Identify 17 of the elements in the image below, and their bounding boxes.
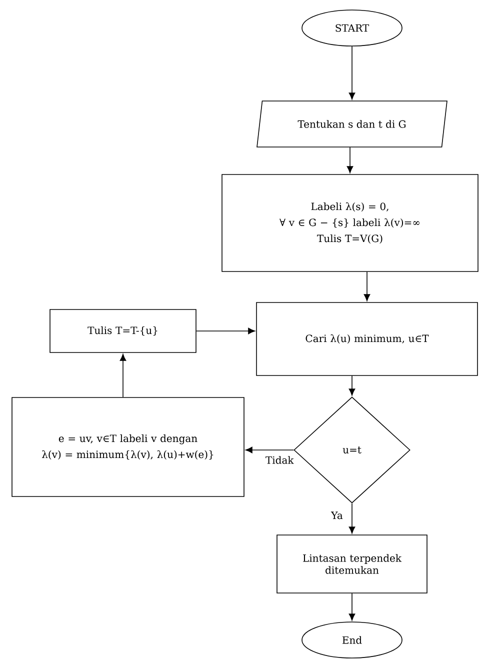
arrow [348, 503, 356, 534]
arrow [120, 354, 126, 398]
arrow [346, 147, 354, 174]
arrow [196, 328, 256, 334]
process-box: Tulis T=T-{u} [50, 309, 196, 353]
process-box: Cari λ(u) minimum, u∈T [256, 302, 478, 376]
process-box: Lintasan terpendek ditemukan [276, 534, 428, 594]
arrow [245, 446, 294, 454]
process-box: e = uv, v∈T labeli v dengan λ(v) = minimum{λ(v), λ(u)+w(e)} [12, 397, 244, 497]
arrow [348, 46, 356, 100]
process-box: Labeli λ(s) = 0, ∀ v ∈ G − {s} labeli λ(v)=∞ Tulis T=V(G) [222, 174, 478, 272]
arrow [364, 272, 370, 302]
arrow [348, 376, 356, 396]
edge-label: Tidak [264, 455, 295, 465]
arrow [348, 593, 356, 621]
input-parallelogram: Tentukan s dan t di G [256, 100, 448, 148]
edge-label: Ya [330, 510, 344, 520]
